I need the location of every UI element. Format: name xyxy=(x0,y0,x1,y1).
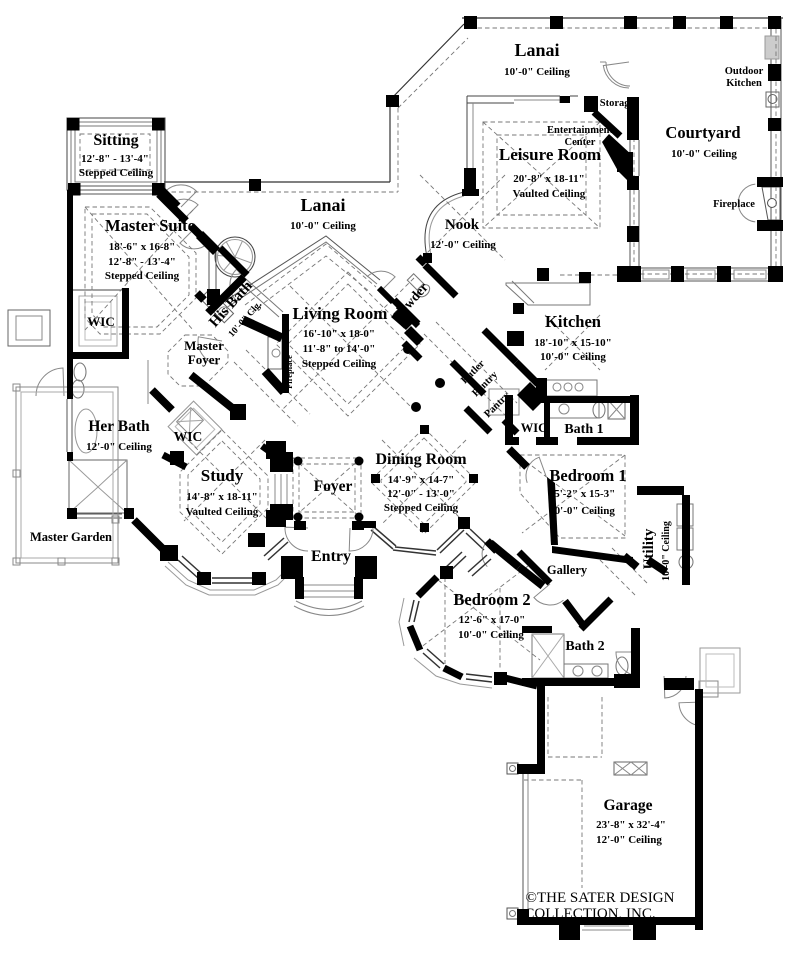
svg-text:Bath 1: Bath 1 xyxy=(564,422,603,437)
svg-text:Fireplace: Fireplace xyxy=(713,199,755,210)
svg-text:Courtyard: Courtyard xyxy=(665,123,740,142)
svg-text:WIC: WIC xyxy=(174,429,203,444)
svg-text:Master Garden: Master Garden xyxy=(30,530,112,544)
svg-text:10'-0" Ceiling: 10'-0" Ceiling xyxy=(661,521,672,581)
svg-text:Utility: Utility xyxy=(641,528,657,569)
svg-text:Stepped Ceiling: Stepped Ceiling xyxy=(79,167,154,179)
svg-text:12'-8" - 13'-4": 12'-8" - 13'-4" xyxy=(81,153,149,165)
svg-text:Kitchen: Kitchen xyxy=(726,78,762,89)
svg-text:Master: Master xyxy=(184,338,224,353)
svg-text:10'-0" Ceiling: 10'-0" Ceiling xyxy=(549,505,615,517)
svg-text:12'-0" Ceiling: 12'-0" Ceiling xyxy=(430,239,496,251)
svg-text:12'-0" Ceiling: 12'-0" Ceiling xyxy=(596,834,662,846)
svg-text:Gallery: Gallery xyxy=(547,563,588,577)
svg-text:Sitting: Sitting xyxy=(93,132,138,149)
svg-text:16'-10" x 18-0": 16'-10" x 18-0" xyxy=(303,328,375,340)
svg-text:Fireplace: Fireplace xyxy=(284,355,294,389)
svg-text:12'-0" - 13'-0": 12'-0" - 13'-0" xyxy=(387,488,455,500)
svg-text:Master Suite: Master Suite xyxy=(105,216,195,235)
svg-text:11'-8" to 14'-0": 11'-8" to 14'-0" xyxy=(303,343,376,355)
svg-text:Lanai: Lanai xyxy=(514,40,559,60)
svg-text:Bath 2: Bath 2 xyxy=(565,639,604,654)
svg-text:18'-10" x 15-10": 18'-10" x 15-10" xyxy=(534,337,612,349)
svg-text:Foyer: Foyer xyxy=(188,352,221,367)
svg-text:12'-6" x 17-0": 12'-6" x 17-0" xyxy=(459,614,526,626)
svg-text:COLLECTION, INC.: COLLECTION, INC. xyxy=(524,906,655,922)
svg-text:WIC: WIC xyxy=(87,314,114,329)
svg-text:23'-8" x 32'-4": 23'-8" x 32'-4" xyxy=(596,819,666,831)
svg-text:Center: Center xyxy=(565,137,596,148)
svg-text:10'-0" Ceiling: 10'-0" Ceiling xyxy=(290,220,356,232)
svg-text:10'-0" Ceiling: 10'-0" Ceiling xyxy=(458,629,524,641)
svg-text:Entertainment: Entertainment xyxy=(547,125,613,136)
svg-text:Lanai: Lanai xyxy=(300,195,345,215)
svg-text:12'-8" - 13'-4": 12'-8" - 13'-4" xyxy=(108,256,176,268)
svg-text:10'-0" Ceiling: 10'-0" Ceiling xyxy=(671,148,737,160)
svg-text:14'-8" x 18-11": 14'-8" x 18-11" xyxy=(186,491,258,503)
svg-text:Storage: Storage xyxy=(600,98,635,109)
svg-text:Entry: Entry xyxy=(311,548,351,565)
svg-text:Bedroom 1: Bedroom 1 xyxy=(549,466,626,485)
svg-text:Stepped Ceiling: Stepped Ceiling xyxy=(302,358,377,370)
svg-text:10'-0" Ceiling: 10'-0" Ceiling xyxy=(540,351,606,363)
svg-text:Bedroom 2: Bedroom 2 xyxy=(453,590,530,609)
svg-text:Her Bath: Her Bath xyxy=(88,418,150,435)
svg-text:14'-9" x 14-7": 14'-9" x 14-7" xyxy=(388,474,455,486)
svg-text:Nook: Nook xyxy=(445,217,480,233)
svg-text:WIC: WIC xyxy=(521,421,547,435)
svg-text:12'-0" Ceiling: 12'-0" Ceiling xyxy=(86,441,152,453)
svg-text:Vaulted Ceiling: Vaulted Ceiling xyxy=(186,506,259,518)
svg-text:Stepped Ceiling: Stepped Ceiling xyxy=(384,502,459,514)
svg-text:Kitchen: Kitchen xyxy=(545,312,601,331)
svg-text:Stepped Ceiling: Stepped Ceiling xyxy=(105,270,180,282)
svg-text:Foyer: Foyer xyxy=(314,478,353,495)
svg-text:Leisure Room: Leisure Room xyxy=(499,145,601,164)
svg-text:20'-8" x 18-11": 20'-8" x 18-11" xyxy=(513,173,585,185)
svg-text:Study: Study xyxy=(201,466,244,485)
svg-text:Dining Room: Dining Room xyxy=(375,451,467,468)
svg-text:15'-2" x 15-3": 15'-2" x 15-3" xyxy=(549,488,616,500)
svg-text:Living Room: Living Room xyxy=(293,304,388,323)
svg-text:Outdoor: Outdoor xyxy=(725,66,764,77)
svg-text:10'-0" Ceiling: 10'-0" Ceiling xyxy=(504,66,570,78)
svg-text:18'-6" x 16-8": 18'-6" x 16-8" xyxy=(109,241,176,253)
svg-text:Vaulted Ceiling: Vaulted Ceiling xyxy=(513,188,586,200)
svg-text:©THE SATER DESIGN: ©THE SATER DESIGN xyxy=(526,890,675,906)
svg-text:Garage: Garage xyxy=(603,797,652,814)
